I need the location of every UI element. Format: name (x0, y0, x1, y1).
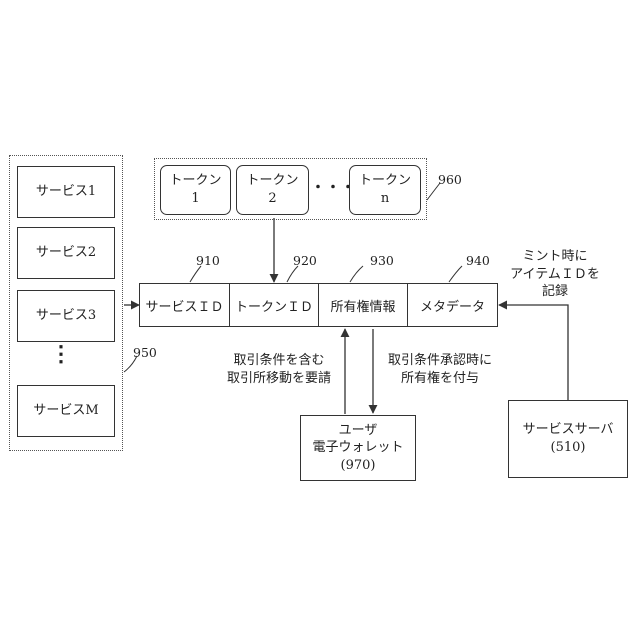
annotation-line: ミント時に (500, 248, 610, 266)
annotation-line: アイテムＩＤを (500, 266, 610, 284)
token-box-1: トークン 1 (160, 165, 231, 215)
ref-960: 960 (438, 172, 462, 187)
service-box-3: サービス3 (17, 290, 115, 342)
field-metadata: メタデータ (408, 283, 497, 327)
annotation-line: 所有権を付与 (378, 370, 502, 388)
token-name: トークン (169, 172, 221, 190)
ref-930: 930 (370, 253, 394, 268)
wallet-line: ユーザ (339, 422, 378, 440)
annotation-line: 取引条件を含む (217, 352, 341, 370)
token-box-2: トークン 2 (236, 165, 309, 215)
token-index: 1 (191, 190, 199, 208)
service-server-box: サービスサーバ (510) (508, 400, 628, 478)
field-token-id: トークンＩＤ (230, 283, 319, 327)
user-wallet-box: ユーザ 電子ウォレット (970) (300, 415, 416, 481)
field-label: メタデータ (420, 296, 485, 315)
server-to-metadata-arrow (499, 305, 568, 400)
service-ellipsis: ⋮ (50, 343, 72, 365)
service-label: サービス2 (36, 244, 96, 262)
service-label: サービスM (33, 402, 98, 420)
leader-910 (190, 266, 201, 282)
field-label: サービスＩＤ (145, 296, 223, 315)
annotation-line: 取引条件承認時に (378, 352, 502, 370)
ref-940: 940 (466, 253, 490, 268)
token-name: トークン (359, 172, 411, 190)
field-label: 所有権情報 (330, 296, 395, 315)
server-line: サービスサーバ (523, 421, 614, 439)
service-label: サービス3 (36, 307, 96, 325)
grant-annotation: 取引条件承認時に 所有権を付与 (378, 352, 502, 387)
token-name: トークン (246, 172, 298, 190)
ref-910: 910 (196, 253, 220, 268)
token-index: n (381, 190, 389, 208)
leader-940 (449, 266, 462, 282)
service-label: サービス1 (36, 183, 96, 201)
leader-920 (287, 266, 298, 282)
service-box-m: サービスM (17, 385, 115, 437)
leader-930 (350, 266, 363, 282)
wallet-line: 電子ウォレット (312, 439, 403, 457)
field-service-id: サービスＩＤ (140, 283, 230, 327)
request-annotation: 取引条件を含む 取引所移動を要請 (217, 352, 341, 387)
service-box-1: サービス1 (17, 166, 115, 218)
server-line: (510) (551, 439, 586, 457)
service-box-2: サービス2 (17, 227, 115, 279)
wallet-line: (970) (341, 457, 376, 475)
annotation-line: 記録 (500, 283, 610, 301)
annotation-line: 取引所移動を要請 (217, 370, 341, 388)
ref-950: 950 (133, 345, 157, 360)
ref-920: 920 (293, 253, 317, 268)
mint-annotation: ミント時に アイテムＩＤを 記録 (500, 248, 610, 301)
token-box-n: トークン n (349, 165, 421, 215)
field-label: トークンＩＤ (235, 296, 313, 315)
token-index: 2 (268, 190, 276, 208)
field-ownership-info: 所有権情報 (319, 283, 408, 327)
